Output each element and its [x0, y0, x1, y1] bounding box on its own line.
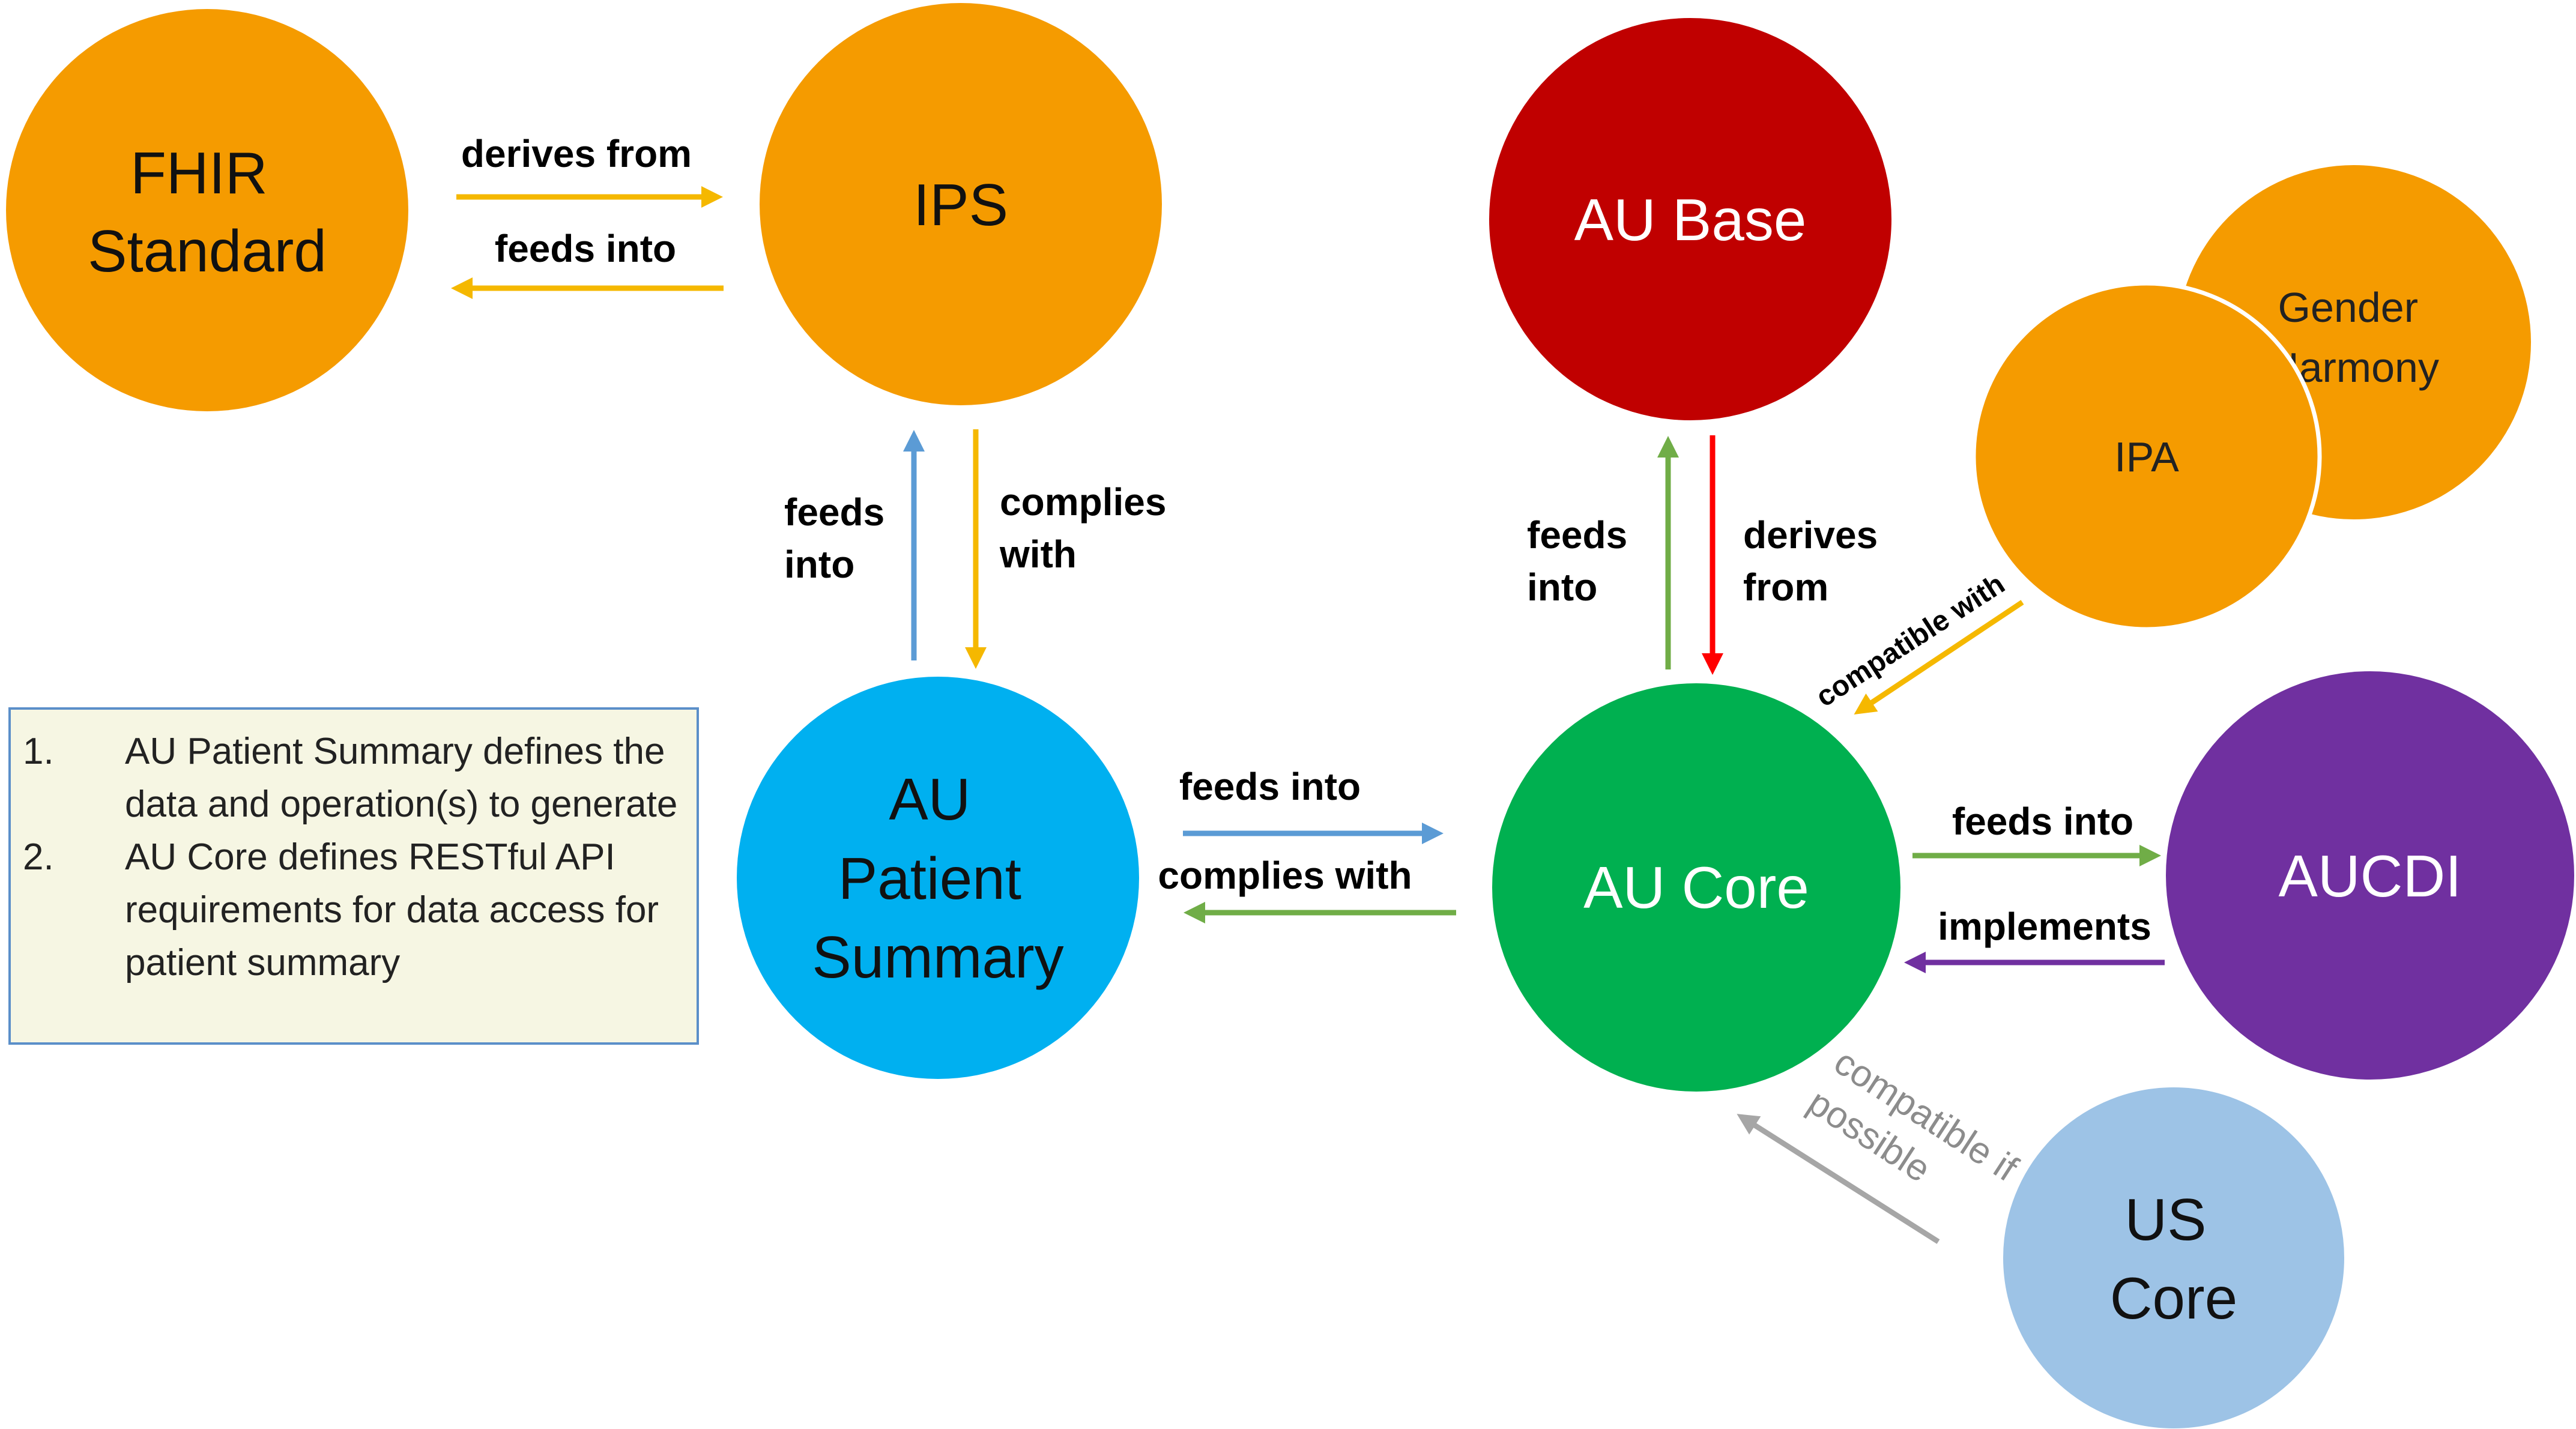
- node-aucdi: AUCDI: [2166, 671, 2574, 1080]
- au-patient-summary-label-line1: AU: [889, 766, 970, 832]
- label-feeds-into-aubase-line1: feeds: [1527, 513, 1627, 557]
- svg-text:AU Patient Summary: AU Patient Summary: [812, 766, 1063, 990]
- note-text: AU Core defines RESTful API requirements…: [125, 836, 659, 983]
- node-us-core: US Core: [2000, 1084, 2348, 1429]
- label-complies-with-aucore: complies with: [1158, 854, 1412, 897]
- svg-text:complies with: complies with: [999, 480, 1177, 576]
- svg-text:US Core: US Core: [2110, 1186, 2237, 1331]
- us-core-label-line2: Core: [2110, 1265, 2237, 1331]
- arrow-uscore-to-aucore: [1737, 1114, 1940, 1244]
- us-core-label-line1: US: [2124, 1186, 2206, 1252]
- label-derives-from-aubase-line1: derives: [1743, 513, 1878, 557]
- ips-circle: [760, 3, 1162, 405]
- ipa-circle: [1971, 281, 2322, 632]
- label-compatible-with-ipa: compatible with: [1810, 568, 2010, 713]
- node-au-base: AU Base: [1489, 18, 1891, 420]
- au-base-circle: [1489, 18, 1891, 420]
- ipa-label: IPA: [2114, 434, 2179, 480]
- label-derives-from-aubase-line2: from: [1743, 566, 1828, 609]
- note-item: 1. AU Patient Summary defines the data a…: [23, 725, 685, 831]
- label-derives-from-ips: derives from: [461, 132, 692, 175]
- note-number: 2.: [23, 836, 54, 878]
- ips-label: IPS: [913, 172, 1008, 238]
- node-ips: IPS: [760, 3, 1162, 405]
- label-implements-aucdi: implements: [1938, 905, 2151, 948]
- note-text: AU Patient Summary defines the data and …: [125, 731, 678, 825]
- label-feeds-into-ips-line2: into: [784, 543, 854, 586]
- fhir-standard-label-line2: Standard: [88, 218, 327, 284]
- au-base-label: AU Base: [1574, 187, 1807, 253]
- svg-text:Gender Harmony: Gender Harmony: [2269, 284, 2439, 391]
- us-core-circle: [2000, 1084, 2348, 1429]
- arrow-ipa-to-aucore: [1854, 600, 2024, 714]
- svg-text:feeds into: feeds into: [784, 491, 895, 586]
- node-fhir-standard: FHIR Standard: [6, 9, 408, 411]
- svg-text:compatible if possible: compatible if possible: [1801, 1041, 2034, 1236]
- gender-harmony-label-line1: Gender: [2278, 284, 2418, 331]
- au-patient-summary-label-line2: Patient: [838, 845, 1021, 911]
- notes-box: 1. AU Patient Summary defines the data a…: [8, 707, 699, 1045]
- fhir-standard-circle: [6, 9, 408, 411]
- aucdi-label: AUCDI: [2279, 843, 2462, 909]
- au-core-label: AU Core: [1583, 854, 1809, 920]
- label-feeds-into-aucore: feeds into: [1179, 765, 1361, 808]
- label-feeds-into-aucdi: feeds into: [1952, 800, 2133, 843]
- label-complies-with-ips-line2: with: [999, 533, 1077, 576]
- label-feeds-into-aubase-line2: into: [1527, 566, 1597, 609]
- au-core-circle: [1492, 683, 1900, 1092]
- note-item: 2. AU Core defines RESTful API requireme…: [23, 831, 685, 989]
- label-feeds-into-ips-line1: feeds: [784, 491, 884, 534]
- svg-text:FHIR Standard: FHIR Standard: [88, 140, 327, 284]
- note-number: 1.: [23, 731, 54, 772]
- svg-text:derives from: derives from: [1743, 513, 1888, 609]
- aucdi-circle: [2166, 671, 2574, 1080]
- au-patient-summary-circle: [737, 677, 1139, 1079]
- node-au-patient-summary: AU Patient Summary: [737, 677, 1139, 1079]
- svg-text:feeds into: feeds into: [1527, 513, 1638, 609]
- fhir-standard-label-line1: FHIR: [130, 140, 268, 206]
- label-feeds-into-fhir: feeds into: [495, 227, 676, 270]
- au-patient-summary-label-line3: Summary: [812, 924, 1063, 990]
- label-complies-with-ips-line1: complies: [1000, 480, 1166, 524]
- node-ipa: IPA: [1971, 281, 2322, 632]
- notes-list: 1. AU Patient Summary defines the data a…: [23, 725, 685, 989]
- node-au-core: AU Core: [1492, 683, 1900, 1092]
